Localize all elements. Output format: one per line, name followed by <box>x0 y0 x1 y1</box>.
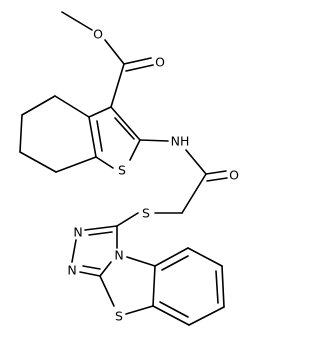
structure-diagram: O O S NH O S N N N S <box>19 11 239 326</box>
bond-c3a-c3 <box>88 106 112 118</box>
bond-s-c7a <box>95 156 114 169</box>
bond-nh-camide <box>185 149 207 175</box>
bond-camide-o-b <box>206 177 228 182</box>
bond-c6b-c7bb <box>188 306 225 326</box>
bond-carbonyl-c3 <box>110 63 125 108</box>
bond-c9a-nbridge <box>99 261 112 277</box>
atom-n-triazole-a: N <box>73 225 82 240</box>
atom-o-methoxy: O <box>93 27 103 42</box>
bond-c2-nh <box>139 139 169 142</box>
bond-c5-c6 <box>19 114 23 153</box>
bond-c3-c2 <box>110 106 141 141</box>
bond-camide-ch2 <box>181 173 207 214</box>
bond-c3b-c4b-inner <box>161 255 189 271</box>
bond-c5b-c6b-inner <box>215 270 219 304</box>
bond-methyl-o <box>61 11 93 31</box>
bond-c7a-c3a-inner <box>96 120 103 152</box>
bond-c5b-c6b <box>221 265 225 308</box>
atom-o-carbonyl-ester: O <box>155 55 165 70</box>
bond-carbonyl-o-double-b <box>125 64 154 72</box>
bond-nb-c9a <box>79 271 101 277</box>
bond-na-nb <box>71 239 77 263</box>
bond-nbridge-c3b <box>126 256 156 267</box>
bond-c7bb-c7b-inner <box>159 301 189 318</box>
bond-c3t-na <box>84 225 118 231</box>
molecule-canvas: O O S NH O S N N N S <box>19 11 240 326</box>
bond-c4b-c5b <box>187 247 223 267</box>
bond-s-c3triazole <box>116 212 139 227</box>
bond-c6-c7 <box>19 151 57 173</box>
bond-c3b-c4b <box>154 247 189 267</box>
atom-n-bridgehead: N <box>114 248 123 263</box>
bond-c7a-c3a <box>88 116 97 158</box>
bond-c3b-c7b <box>152 265 156 307</box>
atom-s-benzothiazole: S <box>115 309 123 324</box>
atom-s-thioether: S <box>142 206 150 221</box>
bond-s-c7b <box>125 305 154 315</box>
bond-c7bb-c7b <box>152 305 190 326</box>
bond-c9a-s <box>99 275 115 307</box>
atom-n-triazole-b: N <box>67 263 76 278</box>
atom-o-amide: O <box>229 168 239 183</box>
bond-c3a-c4 <box>54 95 90 118</box>
bond-c3-c2-inner <box>114 117 135 140</box>
bond-c2-s <box>129 139 141 161</box>
atom-nh-amide: NH <box>171 134 190 149</box>
bond-camide-o-a <box>205 170 227 175</box>
bond-nb-c9a-inner <box>82 265 101 270</box>
bonds <box>19 11 228 326</box>
atom-labels: O O S NH O S N N N S <box>67 27 239 324</box>
bond-carbonyl-o-double-a <box>123 57 152 65</box>
bond-o-carbonyl <box>104 39 125 65</box>
bond-c7-c7a <box>55 156 97 173</box>
bond-c4-c5 <box>21 95 56 116</box>
bond-c3t-na-inner <box>88 231 113 236</box>
atom-s-thiophene: S <box>118 163 126 178</box>
